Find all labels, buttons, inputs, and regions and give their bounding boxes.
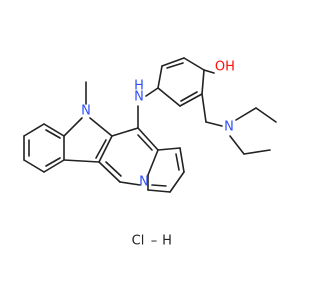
bond [63,117,83,137]
bond [183,57,205,71]
bond [157,87,181,107]
bond [111,127,139,137]
bond-double-inner [180,91,198,102]
bond [205,121,223,127]
bond-double-inner [137,134,153,151]
salt-dash: – [151,234,158,249]
bond-double-inner [166,62,184,69]
bond [43,123,65,137]
hydroxyl-oxygen-label: O [215,60,225,75]
bond [23,159,45,173]
bond [63,159,100,163]
bond [145,87,159,97]
salt-hydrogen-label: H [162,234,172,249]
atom-label-layer: N N H N O H N [81,60,235,190]
bond [179,147,185,173]
bond [43,159,65,173]
bond-layer [23,57,277,193]
bond-double-inner [95,139,107,159]
diethylamino-nitrogen-label: N [224,120,234,135]
hydrochloride-label: Cl – H [132,234,172,249]
amine-nitrogen-label: N [134,90,144,105]
bond-double-inner [45,129,61,139]
bond [137,127,159,151]
bond [201,69,205,95]
amine-hydrogen-label: H [134,79,144,94]
bond [147,189,171,193]
bond [89,117,113,137]
bond [119,181,141,186]
bond [147,149,159,176]
hydroxyl-hydrogen-label: H [225,60,235,75]
bond-double-inner [175,153,180,171]
bond [23,123,45,137]
bond [179,93,203,107]
bond [98,161,121,183]
bond-double-inner [105,161,122,177]
bond [201,93,207,123]
bond [98,135,113,163]
bond [235,107,257,121]
bond-double-inner [151,184,167,187]
bond [161,57,185,67]
structure-canvas: N N H N O H N Cl – H [23,57,277,249]
bond [255,107,277,123]
bond [157,147,181,151]
bond [229,135,245,155]
chlorine-label: Cl [132,234,145,249]
bond [203,69,215,74]
bond-double-inner [45,157,61,167]
quinoline-nitrogen-label: N [139,175,149,190]
indole-nitrogen-label: N [81,104,91,119]
bond [243,149,271,155]
molecule-drawing: N N H N O H N Cl – H [23,57,277,249]
bond [169,171,185,193]
bond [157,65,163,89]
